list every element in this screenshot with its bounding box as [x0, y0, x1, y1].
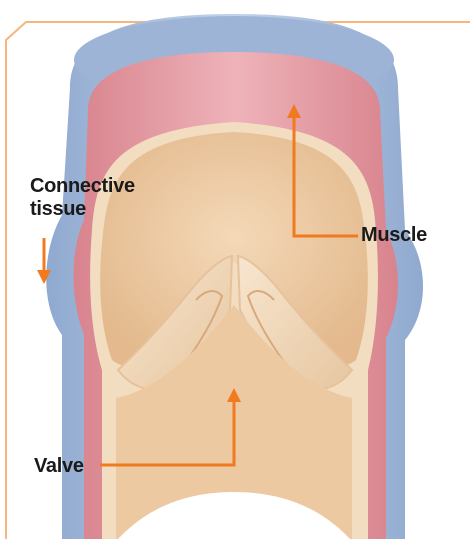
connective-tissue-label: Connective tissue: [30, 175, 135, 221]
connective-tissue-label-line2: tissue: [30, 198, 135, 221]
valve-label: Valve: [34, 455, 84, 478]
connective-tissue-label-line1: Connective: [30, 175, 135, 198]
muscle-label: Muscle: [361, 224, 427, 247]
